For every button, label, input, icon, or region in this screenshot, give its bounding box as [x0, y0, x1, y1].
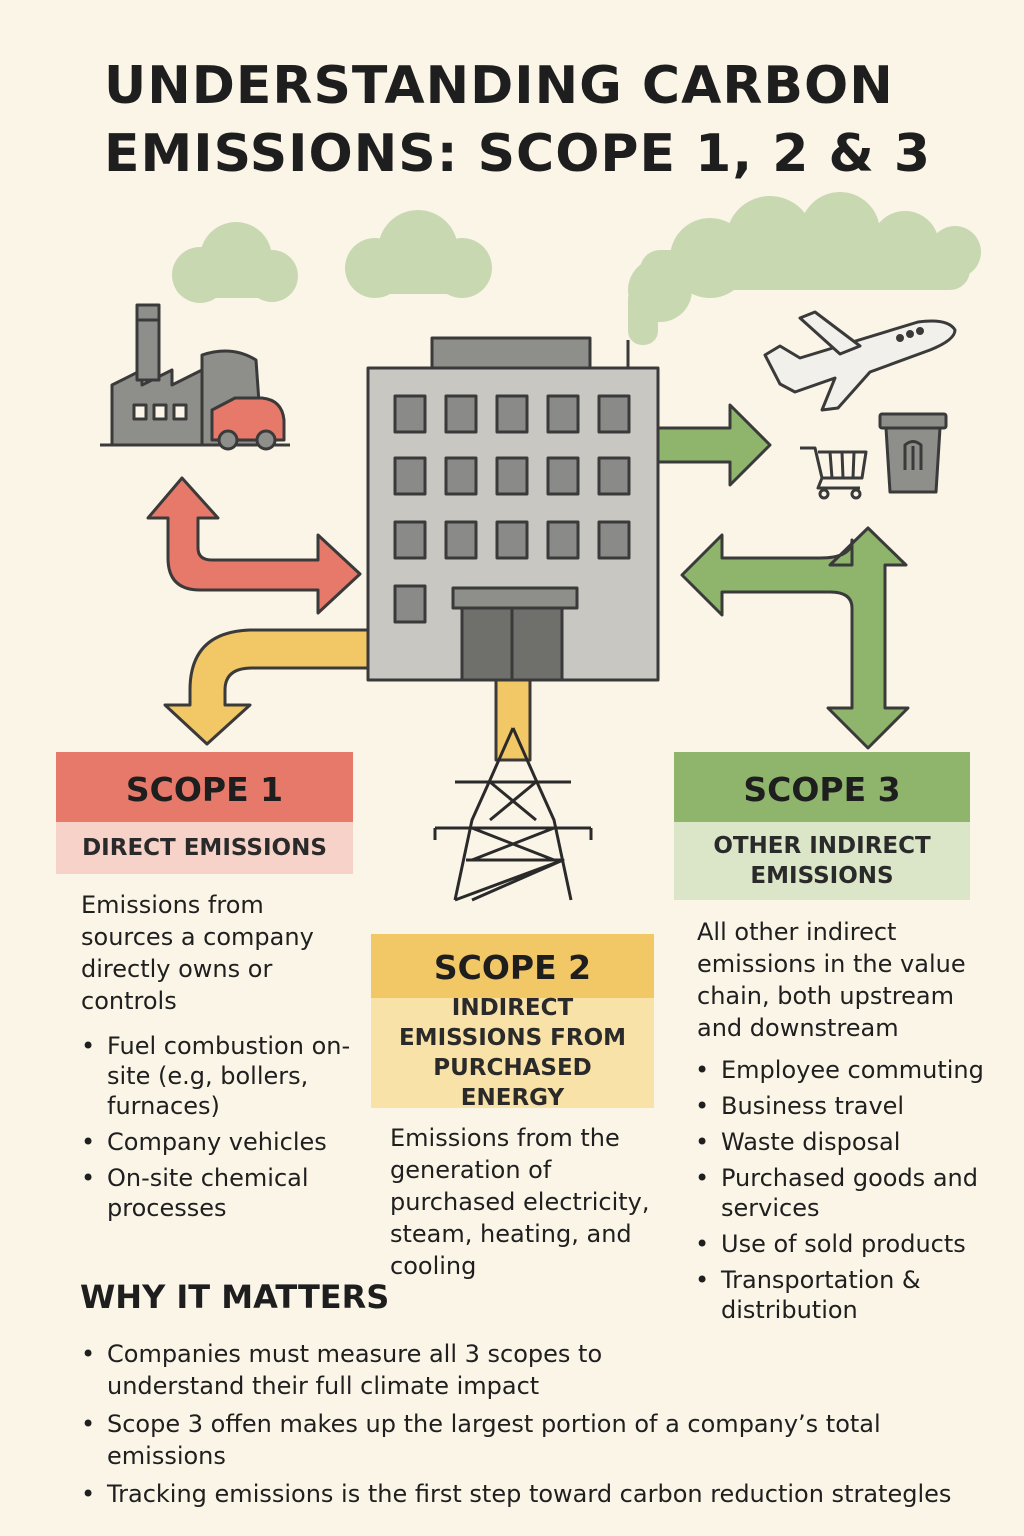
list-item: On-site chemical processes	[81, 1163, 351, 1223]
airplane-icon	[763, 310, 957, 412]
shopping-cart-icon	[800, 446, 868, 500]
page-title: UNDERSTANDING CARBON EMISSIONS: SCOPE 1,…	[104, 56, 932, 184]
scope1-arrow	[146, 476, 362, 615]
cloud-icon	[345, 210, 492, 298]
list-item: Tracking emissions is the first step tow…	[81, 1478, 1001, 1510]
scope3-heading: SCOPE 3	[743, 770, 901, 809]
scope1-bullet-list: Fuel combustion on-site (e.g, bollers, f…	[81, 1031, 351, 1229]
scope1-description: Emissions from sources a company directl…	[81, 891, 314, 1015]
power-tower-icon	[433, 727, 593, 902]
scope2-header-box	[371, 934, 654, 998]
cloud-icon	[628, 192, 981, 345]
why-it-matters-list: Companies must measure all 3 scopes to u…	[81, 1338, 1001, 1516]
list-item: Waste disposal	[695, 1127, 985, 1157]
office-building-icon	[366, 336, 660, 682]
trash-bin-icon	[878, 412, 948, 494]
list-item: Companies must measure all 3 scopes to u…	[81, 1338, 747, 1402]
scope2-heading: SCOPE 2	[433, 948, 592, 987]
list-item: Purchased goods and services	[695, 1163, 985, 1223]
scope3-description: All other indirect emissions in the valu…	[697, 918, 966, 1042]
list-item: Business travel	[695, 1091, 985, 1121]
cloud-icon	[172, 222, 298, 303]
scope2-subheader-box	[371, 998, 654, 1108]
list-item: Transportation & distribution	[695, 1265, 985, 1325]
list-item: Employee commuting	[695, 1055, 985, 1085]
list-item: Scope 3 offen makes up the largest porti…	[81, 1408, 1001, 1472]
list-item: Fuel combustion on-site (e.g, bollers, f…	[81, 1031, 351, 1121]
scope1-header-box	[56, 752, 353, 822]
list-item: Use of sold products	[695, 1229, 985, 1259]
truck-icon	[210, 396, 286, 451]
scope3-subheader-box	[674, 822, 970, 900]
scope2-description: Emissions from the generation of purchas…	[390, 1124, 650, 1280]
scope1-heading: SCOPE 1	[125, 770, 284, 809]
scope1-subheader-box	[56, 822, 353, 874]
scope3-subheading: OTHER INDIRECT EMISSIONS	[713, 833, 931, 889]
scope1-subheading: DIRECT EMISSIONS	[82, 835, 327, 861]
list-item: Company vehicles	[81, 1127, 351, 1157]
scope3-header-box	[674, 752, 970, 822]
scope2-subheading: INDIRECT EMISSIONS FROM PURCHASED ENERGY	[398, 995, 627, 1111]
why-it-matters-heading: WHY IT MATTERS	[80, 1278, 390, 1316]
scope3-bullet-list: Employee commuting Business travel Waste…	[695, 1055, 985, 1331]
scope3-arrow	[656, 403, 910, 750]
scope2-arrow	[163, 628, 532, 762]
